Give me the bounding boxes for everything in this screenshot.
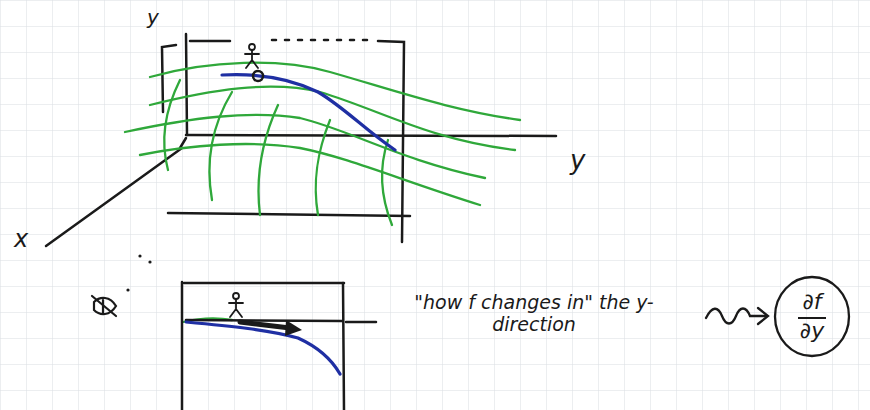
axis-label: y xyxy=(147,6,159,29)
axis-label: x xyxy=(14,226,28,254)
numerator: ∂f xyxy=(798,290,825,318)
annotation-note: "how f changes in" the y-direction xyxy=(384,292,684,336)
circled-formula: ∂f∂y xyxy=(773,275,851,358)
axis-label: y xyxy=(570,146,585,176)
denominator: ∂y xyxy=(796,319,828,343)
circle-outline xyxy=(773,275,851,358)
